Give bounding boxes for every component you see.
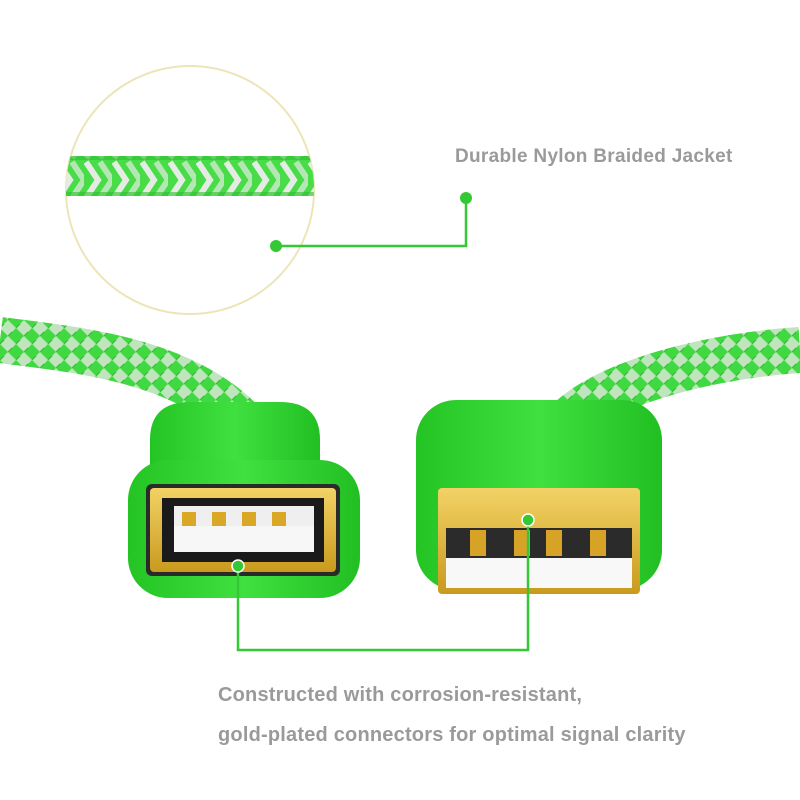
callout-dot-icon (231, 559, 245, 573)
magnifier-inset (65, 65, 315, 315)
connector-caption-line-1: Constructed with corrosion-resistant, (218, 684, 583, 706)
callout-dot-icon (521, 513, 535, 527)
male-usb-connector (416, 400, 662, 594)
left-cable (0, 317, 257, 437)
connector-callout-line (231, 513, 535, 652)
female-usb-connector (128, 402, 360, 598)
callout-dot-icon (460, 192, 472, 204)
callout-dot-icon (270, 240, 282, 252)
braid-closeup (66, 156, 314, 196)
jacket-callout-line (270, 192, 472, 252)
connector-caption-line-2: gold-plated connectors for optimal signa… (218, 724, 686, 746)
jacket-caption: Durable Nylon Braided Jacket (455, 146, 733, 167)
